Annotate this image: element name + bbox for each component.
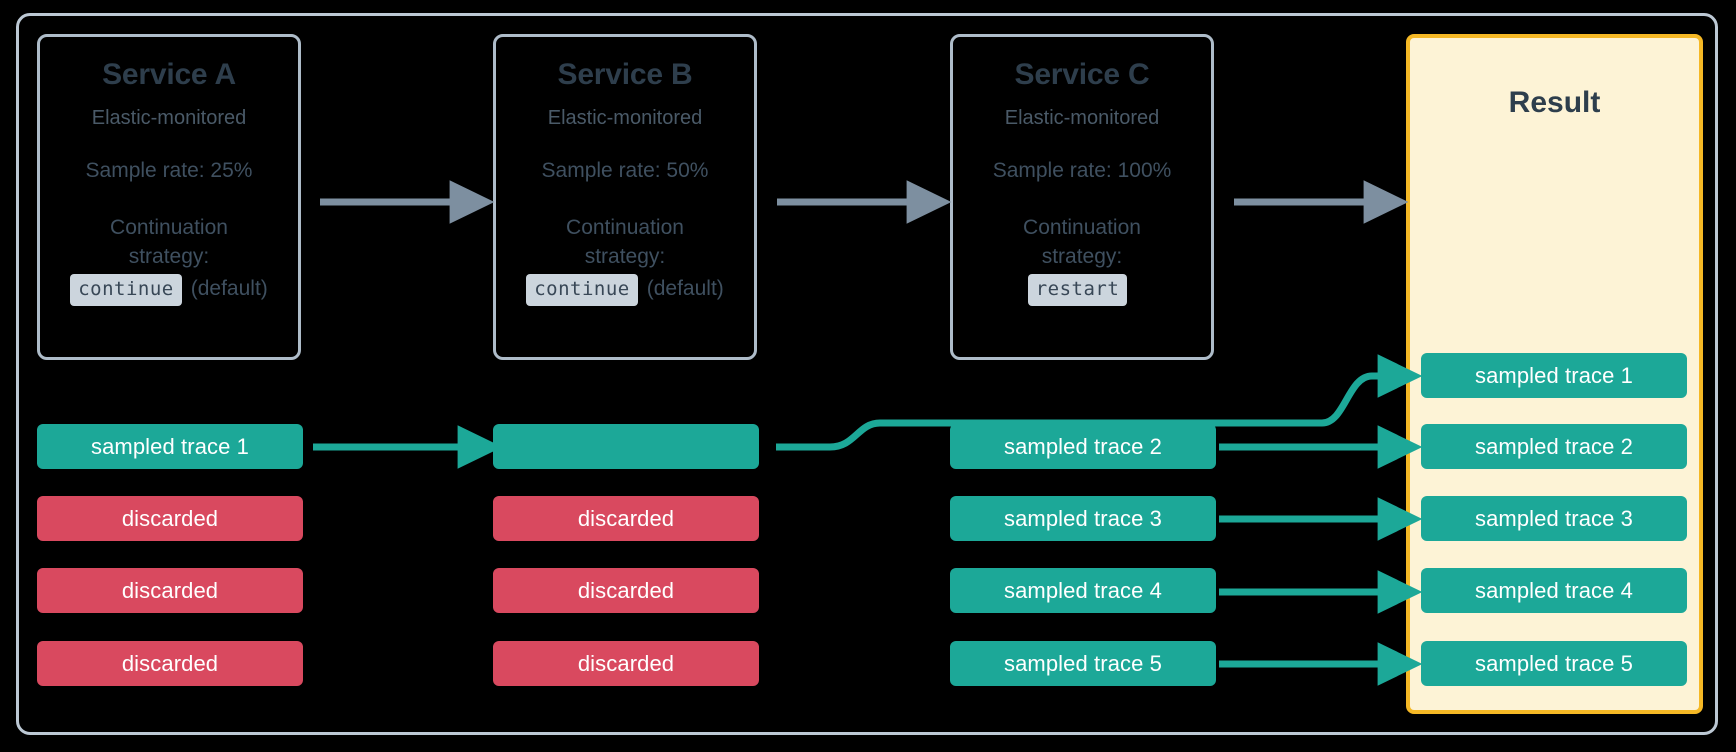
result-bar-3[interactable]: sampled trace 3 — [1421, 496, 1687, 541]
trace-bar-b-3[interactable]: discarded — [493, 568, 759, 613]
service-a-continuation: Continuation strategy: continue (default… — [40, 214, 298, 306]
trace-bar-a-1-label: sampled trace 1 — [90, 433, 250, 459]
service-a-strategy-note: (default) — [190, 277, 268, 301]
service-box-a: Service A Elastic-monitored Sample rate:… — [37, 34, 301, 360]
trace-bar-c-1-label: sampled trace 2 — [1003, 433, 1163, 459]
service-a-strategy-row: continue (default) — [40, 274, 298, 306]
trace-bar-c-3-label: sampled trace 4 — [1003, 577, 1163, 603]
trace-bar-b-4-label: discarded — [577, 650, 675, 676]
service-c-sample-rate: Sample rate: 100% — [992, 159, 1172, 182]
trace-bar-c-4-label: sampled trace 5 — [1003, 650, 1163, 676]
trace-bar-c-2[interactable]: sampled trace 3 — [950, 496, 1216, 541]
trace-bar-c-1[interactable]: sampled trace 2 — [950, 424, 1216, 469]
trace-bar-b-2-label: discarded — [577, 505, 675, 531]
trace-bar-c-4[interactable]: sampled trace 5 — [950, 641, 1216, 686]
service-b-strategy-note: (default) — [646, 277, 724, 301]
service-b-strategy-row: continue (default) — [496, 274, 754, 306]
service-c-continuation: Continuation strategy: restart — [953, 214, 1211, 306]
service-c-monitored: Elastic-monitored — [1004, 107, 1160, 129]
diagram-outer-frame — [16, 13, 1718, 735]
service-b-strategy-label: strategy: — [584, 245, 666, 269]
service-a-continuation-label: Continuation — [110, 216, 228, 240]
trace-bar-c-2-label: sampled trace 3 — [1003, 505, 1163, 531]
service-b-strategy-value: continue — [526, 274, 638, 306]
service-a-title: Service A — [102, 58, 236, 91]
trace-bar-a-2-label: discarded — [121, 505, 219, 531]
trace-bar-b-3-label: discarded — [577, 577, 675, 603]
result-bar-5-label: sampled trace 5 — [1474, 650, 1634, 676]
trace-bar-a-3-label: discarded — [121, 577, 219, 603]
service-c-strategy-label: strategy: — [1041, 245, 1123, 269]
service-a-strategy-value: continue — [70, 274, 182, 306]
result-bar-1-label: sampled trace 1 — [1474, 362, 1634, 388]
trace-bar-b-1[interactable] — [493, 424, 759, 469]
trace-bar-a-1[interactable]: sampled trace 1 — [37, 424, 303, 469]
trace-bar-a-3[interactable]: discarded — [37, 568, 303, 613]
service-a-monitored: Elastic-monitored — [91, 107, 247, 129]
service-box-b: Service B Elastic-monitored Sample rate:… — [493, 34, 757, 360]
service-c-strategy-row: restart — [953, 274, 1211, 306]
service-box-c: Service C Elastic-monitored Sample rate:… — [950, 34, 1214, 360]
service-b-title: Service B — [557, 58, 693, 91]
trace-bar-b-2[interactable]: discarded — [493, 496, 759, 541]
service-b-continuation: Continuation strategy: continue (default… — [496, 214, 754, 306]
trace-bar-b-4[interactable]: discarded — [493, 641, 759, 686]
service-a-strategy-label: strategy: — [128, 245, 210, 269]
trace-bar-a-4-label: discarded — [121, 650, 219, 676]
trace-bar-c-3[interactable]: sampled trace 4 — [950, 568, 1216, 613]
service-b-sample-rate: Sample rate: 50% — [541, 159, 709, 182]
trace-bar-a-4[interactable]: discarded — [37, 641, 303, 686]
result-bar-4-label: sampled trace 4 — [1474, 577, 1634, 603]
result-bar-5[interactable]: sampled trace 5 — [1421, 641, 1687, 686]
service-c-strategy-value: restart — [1027, 274, 1128, 306]
trace-bar-a-2[interactable]: discarded — [37, 496, 303, 541]
service-b-continuation-label: Continuation — [566, 216, 684, 240]
result-title: Result — [1508, 86, 1601, 119]
service-b-monitored: Elastic-monitored — [547, 107, 703, 129]
service-a-sample-rate: Sample rate: 25% — [85, 159, 253, 182]
service-c-continuation-label: Continuation — [1023, 216, 1141, 240]
result-bar-3-label: sampled trace 3 — [1474, 505, 1634, 531]
result-bar-4[interactable]: sampled trace 4 — [1421, 568, 1687, 613]
result-bar-1[interactable]: sampled trace 1 — [1421, 353, 1687, 398]
result-bar-2[interactable]: sampled trace 2 — [1421, 424, 1687, 469]
service-c-title: Service C — [1014, 58, 1150, 91]
result-bar-2-label: sampled trace 2 — [1474, 433, 1634, 459]
